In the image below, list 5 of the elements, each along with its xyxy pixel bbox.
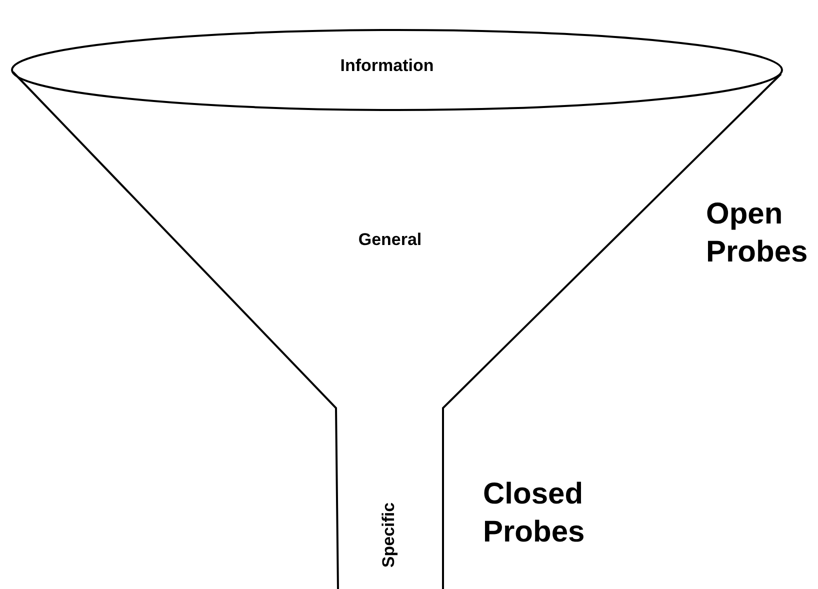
funnel-label: General — [358, 230, 422, 250]
probe-label: Closed Probes — [483, 476, 586, 550]
funnel-label: Specific — [379, 502, 399, 568]
funnel-label: Information — [340, 56, 434, 76]
probe-label: Open Probes — [706, 196, 809, 270]
